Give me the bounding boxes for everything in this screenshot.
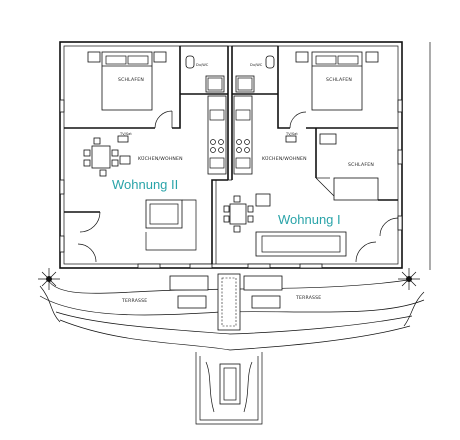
left-living: TV/Sat KÜCHEN/WOHNEN Wohnung II (64, 132, 197, 263)
left-terrace-label: TERRASSE (121, 298, 147, 304)
plant-icon (38, 268, 60, 290)
right-bedroom: SCHLAFEN (277, 46, 398, 129)
left-bedroom-label: SCHLAFEN (118, 77, 144, 83)
windows (59, 99, 403, 269)
left-sofa (145, 199, 183, 229)
left-tv-label: TV/Sat (119, 132, 132, 136)
left-living-label: KÜCHEN/WOHNEN (138, 155, 183, 162)
unit-ii-label: Wohnung II (112, 177, 178, 192)
right-double-bed (311, 51, 363, 111)
unit-i-label: Wohnung I (278, 212, 341, 227)
terrace: TERRASSE TERRASSE (39, 273, 425, 351)
left-table (91, 145, 111, 169)
entry-path (195, 352, 263, 425)
right-tv-icon (285, 135, 297, 143)
left-kitchen-counter (207, 95, 227, 175)
left-bathroom: Du/WC (179, 45, 229, 95)
right-tv-label: TV/Sat (285, 132, 298, 136)
left-bath-label: Du/WC (196, 63, 209, 67)
right-toilet-icon (265, 55, 275, 69)
right-sofa (255, 231, 347, 257)
right-second-bedroom-label: SCHLAFEN (348, 162, 374, 168)
right-bedroom-label: SCHLAFEN (326, 77, 352, 83)
right-living-label: KÜCHEN/WOHNEN (262, 155, 307, 162)
right-living: TV/Sat KÜCHEN/WOHNEN Wohnung I (223, 132, 399, 263)
right-bath-label: Du/WC (250, 63, 263, 67)
plant-icon (398, 268, 420, 290)
right-table (229, 203, 247, 225)
right-kitchen-counter (233, 95, 253, 175)
left-bedroom: SCHLAFEN (64, 46, 181, 129)
left-tv-icon (117, 135, 129, 143)
left-toilet-icon (185, 55, 195, 69)
left-double-bed (101, 51, 153, 111)
right-terrace-label: TERRASSE (295, 295, 321, 301)
right-second-bedroom: SCHLAFEN (315, 128, 398, 201)
right-bathroom: Du/WC (231, 45, 279, 95)
